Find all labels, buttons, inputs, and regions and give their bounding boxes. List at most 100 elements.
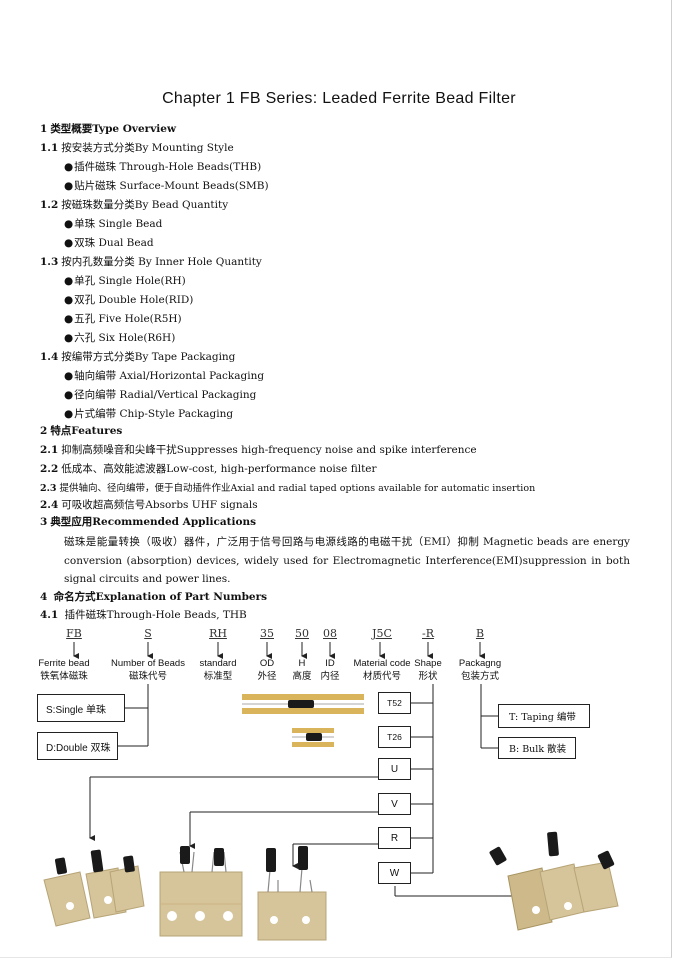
outline-text: 轴向编带 Axial/Horizontal Packaging: [74, 370, 265, 382]
label-chinese: 高度: [292, 671, 312, 682]
bullet-item: ●五孔 Five Hole(R5H): [64, 312, 182, 326]
bead-option-single: S:Single 单珠: [37, 694, 125, 722]
part-code-segment: J5C: [372, 627, 392, 640]
shape-option-r: R: [378, 827, 411, 849]
label-english: Number of Beads: [111, 658, 185, 669]
outline-text: 特点Features: [50, 425, 123, 437]
outline-number: 3: [40, 516, 48, 528]
part-code-segment: 08: [323, 627, 337, 640]
bullet-icon: ●: [64, 161, 74, 173]
section-4-1-number: 4.1: [40, 609, 59, 621]
label-english: Material code: [353, 658, 411, 669]
part-code-label: Ferrite bead 铁氧体磁珠: [38, 657, 89, 683]
label-chinese: 包装方式: [460, 671, 500, 682]
part-code-label: ID 内径: [320, 657, 339, 683]
part-code-label: OD 外径: [257, 657, 276, 683]
label-english: OD: [259, 658, 275, 669]
outline-number: 1: [40, 123, 48, 135]
bullet-icon: ●: [64, 294, 74, 306]
outline-number: 2.1: [40, 444, 59, 456]
outline-text: 双孔 Double Hole(RID): [74, 294, 194, 306]
shape-option-t52: T52: [378, 692, 411, 714]
outline-text: 按编带方式分类By Tape Packaging: [61, 351, 236, 363]
label-chinese: 材质代号: [362, 671, 401, 682]
packaging-option-bulk: B: Bulk 散装: [498, 737, 576, 759]
page-title: Chapter 1 FB Series: Leaded Ferrite Bead…: [162, 90, 516, 107]
section-4-1-heading: 4.1 插件磁珠Through-Hole Beads, THB: [40, 608, 247, 622]
part-code-segment: B: [475, 627, 485, 640]
outline-text: 双珠 Dual Bead: [74, 237, 154, 249]
label-english: standard: [199, 658, 237, 669]
bullet-item: ●径向编带 Radial/Vertical Packaging: [64, 388, 256, 402]
bullet-item: ●片式编带 Chip-Style Packaging: [64, 407, 233, 421]
part-code-segment: 50: [295, 627, 309, 640]
part-code-segment: RH: [209, 627, 227, 640]
bullet-icon: ●: [64, 389, 74, 401]
outline-text: 单孔 Single Hole(RH): [74, 275, 186, 287]
radial-photo-w: [489, 831, 619, 931]
section-4-1-text: 插件磁珠Through-Hole Beads, THB: [64, 609, 247, 621]
label-chinese: 形状: [418, 671, 438, 682]
outline-text: 按安装方式分类By Mounting Style: [61, 142, 234, 154]
outline-text: 抑制高频噪音和尖峰干扰Suppresses high-frequency noi…: [61, 444, 477, 456]
section-4-text: 命名方式Explanation of Part Numbers: [53, 591, 268, 603]
bullet-item: ●插件磁珠 Through-Hole Beads(THB): [64, 160, 261, 174]
outline-text: 类型概要Type Overview: [50, 123, 177, 135]
part-code-segment: -R: [422, 627, 434, 640]
bullet-item: ●单珠 Single Bead: [64, 217, 162, 231]
part-code-label: standard 标准型: [200, 657, 237, 683]
label-english: ID: [325, 658, 335, 669]
applications-paragraph: 磁珠是能量转换（吸收）器件，广泛用于信号回路与电源线路的电磁干扰（EMI）抑制 …: [64, 536, 630, 585]
outline-text: 单珠 Single Bead: [74, 218, 163, 230]
bullet-icon: ●: [64, 218, 74, 230]
bead-option-double: D:Double 双珠: [37, 732, 118, 760]
outline-text: 五孔 Five Hole(R5H): [74, 313, 182, 325]
radial-photo-r: [257, 846, 327, 941]
radial-photo-u: [43, 849, 145, 927]
label-english: Shape: [414, 658, 442, 669]
outline-number: 2.4: [40, 499, 59, 511]
packaging-option-taping: T: Taping 编带: [498, 704, 590, 728]
part-code-segment: FB: [66, 627, 82, 640]
part-code-segment: S: [144, 627, 152, 640]
label-chinese: 外径: [257, 671, 277, 682]
outline-text: 提供轴向、径向编带，便于自动插件作业Axial and radial taped…: [59, 483, 536, 494]
bullet-icon: ●: [64, 370, 74, 382]
outline-text: 低成本、高效能滤波器Low-cost, high-performance noi…: [61, 463, 377, 475]
shape-option-w: W: [378, 862, 411, 884]
bullet-icon: ●: [64, 237, 74, 249]
outline-text: 典型应用Recommended Applications: [50, 516, 257, 528]
bullet-item: ●贴片磁珠 Surface-Mount Beads(SMB): [64, 179, 269, 193]
label-chinese: 内径: [320, 671, 340, 682]
bullet-item: ●双珠 Dual Bead: [64, 236, 154, 250]
outline-number: 1.4: [40, 351, 59, 363]
bullet-icon: ●: [64, 332, 74, 344]
label-chinese: 铁氧体磁珠: [40, 671, 88, 682]
radial-photo-v: [159, 846, 243, 937]
outline-text: 片式编带 Chip-Style Packaging: [74, 408, 234, 420]
part-code-segment: 35: [260, 627, 274, 640]
label-english: Ferrite bead: [38, 658, 90, 669]
outline-text: 径向编带 Radial/Vertical Packaging: [74, 389, 257, 401]
outline-text: 按磁珠数量分类By Bead Quantity: [61, 199, 229, 211]
part-code-label: Material code 材质代号: [353, 657, 410, 683]
bullet-icon: ●: [64, 313, 74, 325]
section-4-heading: 4 命名方式Explanation of Part Numbers: [40, 590, 267, 604]
label-chinese: 标准型: [203, 671, 233, 682]
outline-number: 2.3: [40, 483, 57, 494]
shape-option-u: U: [378, 758, 411, 780]
outline-text: 插件磁珠 Through-Hole Beads(THB): [74, 161, 262, 173]
bullet-item: ●轴向编带 Axial/Horizontal Packaging: [64, 369, 264, 383]
